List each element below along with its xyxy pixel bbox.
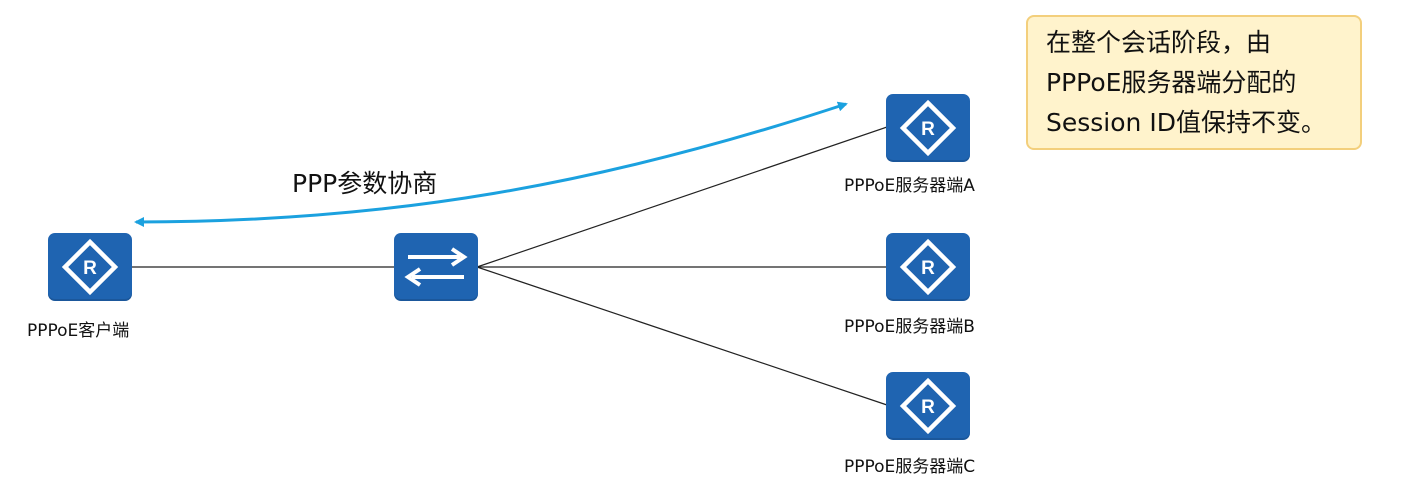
svg-text:R: R — [921, 119, 935, 140]
svg-text:R: R — [921, 258, 935, 279]
negotiation-arrow — [134, 101, 848, 227]
server-c-label: PPPoE服务器端C — [844, 457, 976, 477]
server-router-b: R — [886, 233, 970, 301]
server-router-a: R — [886, 94, 970, 162]
link-switch-server-c — [476, 266, 888, 406]
client-router: R — [48, 233, 132, 301]
client-label: PPPoE客户端 — [27, 321, 130, 341]
note-line-3: Session ID值保持不变。 — [1046, 108, 1326, 137]
negotiation-label: PPP参数协商 — [292, 169, 438, 198]
server-router-c: R — [886, 372, 970, 440]
server-a-label: PPPoE服务器端A — [844, 176, 975, 196]
note-line-1: 在整个会话阶段，由 — [1046, 28, 1272, 57]
router-icon: R — [899, 99, 957, 157]
switch — [394, 233, 478, 301]
switch-icon — [404, 247, 468, 287]
server-b-label: PPPoE服务器端B — [844, 317, 975, 337]
router-icon: R — [899, 377, 957, 435]
note-line-2: PPPoE服务器端分配的 — [1046, 68, 1297, 97]
router-icon: R — [61, 238, 119, 296]
svg-text:R: R — [83, 258, 97, 279]
router-icon: R — [899, 238, 957, 296]
svg-text:R: R — [921, 397, 935, 418]
session-id-note: 在整个会话阶段，由 PPPoE服务器端分配的 Session ID值保持不变。 — [1026, 15, 1362, 150]
link-switch-server-a — [476, 126, 888, 268]
